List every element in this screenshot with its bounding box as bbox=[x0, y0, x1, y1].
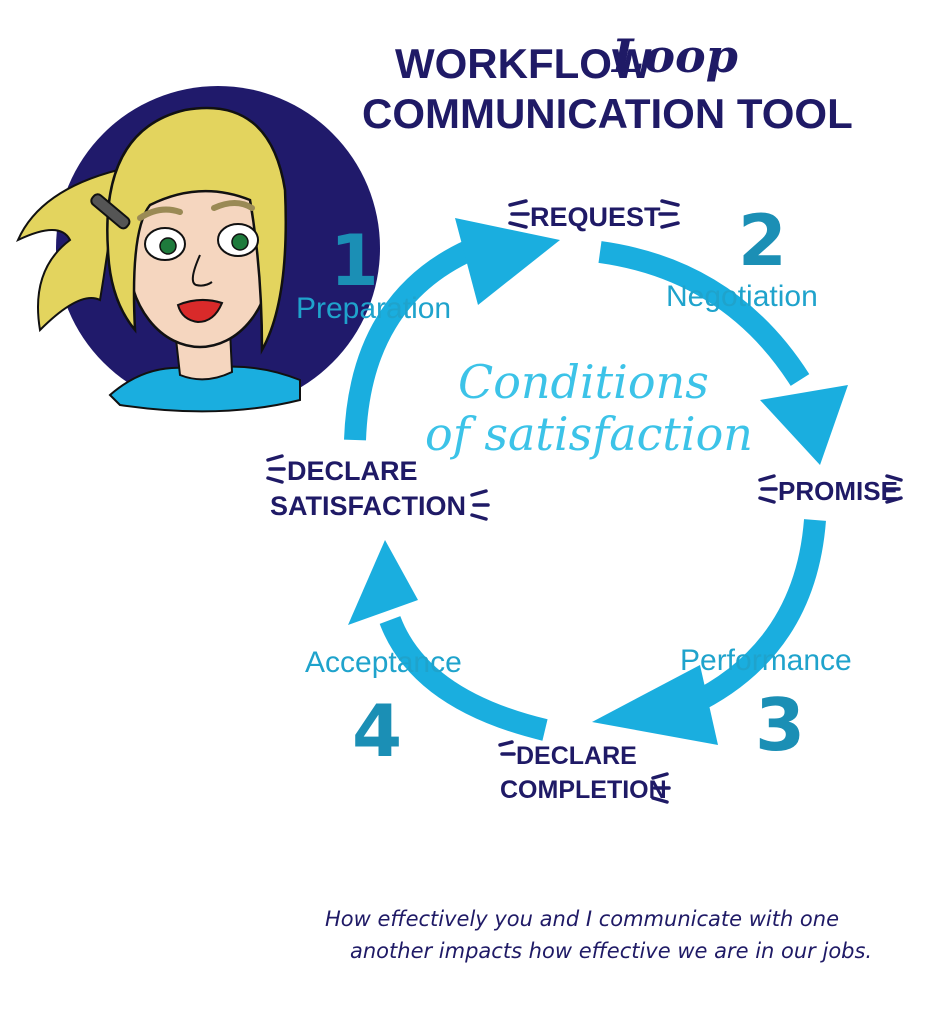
phase-1-number: 1 bbox=[330, 220, 379, 302]
footer-line-2: another impacts how effective we are in … bbox=[350, 939, 872, 963]
arrow-into-request bbox=[455, 218, 560, 305]
arrow-into-promise bbox=[760, 385, 848, 465]
phase-1-label: Preparation bbox=[296, 292, 451, 325]
avatar-right-iris bbox=[231, 233, 249, 251]
arrow-into-completion bbox=[592, 665, 718, 745]
stage-request-label: REQUEST bbox=[530, 202, 661, 232]
phase-2-number: 2 bbox=[738, 200, 787, 282]
avatar-hair-clip bbox=[90, 193, 131, 230]
avatar-left-iris bbox=[159, 237, 177, 255]
title-communication-tool: COMMUNICATION TOOL bbox=[362, 90, 853, 137]
phase-2-label: Negotiation bbox=[666, 280, 818, 313]
footer-line-1: How effectively you and I communicate wi… bbox=[325, 907, 839, 931]
stage-declare-completion-line2: COMPLETION bbox=[500, 776, 667, 804]
center-of-satisfaction: of satisfaction bbox=[425, 407, 753, 461]
title-workflow: WORKFLOW bbox=[395, 40, 652, 87]
stage-promise-label: PROMISE bbox=[778, 476, 898, 506]
avatar-ponytail bbox=[15, 168, 120, 333]
stage-request: REQUEST bbox=[508, 199, 680, 232]
stage-declare-completion-line1: DECLARE bbox=[516, 742, 637, 770]
phase-3-number: 3 bbox=[755, 683, 805, 767]
avatar-illustration bbox=[15, 86, 380, 413]
phase-3-label: Performance bbox=[680, 644, 852, 677]
arc-preparation bbox=[344, 239, 475, 441]
avatar-left-eyebrow bbox=[137, 206, 183, 221]
center-conditions: Conditions bbox=[458, 355, 709, 409]
cycle-loop bbox=[344, 218, 848, 745]
title-loop: Loop bbox=[610, 29, 738, 83]
phase-4-number: 4 bbox=[352, 689, 402, 773]
arc-negotiation bbox=[598, 241, 810, 386]
arc-performance bbox=[685, 519, 826, 715]
avatar-shirt bbox=[108, 365, 301, 413]
phase-4-label: Acceptance bbox=[305, 646, 462, 679]
stage-declare-satisfaction-line1: DECLARE bbox=[287, 456, 418, 486]
avatar-nose bbox=[191, 254, 213, 287]
arrow-into-satisfaction bbox=[348, 540, 418, 625]
stage-declare-satisfaction-line2: SATISFACTION bbox=[270, 491, 466, 521]
avatar-right-eyebrow bbox=[211, 200, 255, 211]
arc-acceptance bbox=[379, 615, 548, 741]
avatar-hair bbox=[106, 106, 288, 355]
stage-declare-satisfaction: DECLARE SATISFACTION bbox=[266, 454, 490, 521]
stage-declare-completion: DECLARE COMPLETION bbox=[498, 740, 671, 804]
avatar-mouth bbox=[176, 299, 224, 324]
stage-promise: PROMISE bbox=[758, 474, 903, 506]
